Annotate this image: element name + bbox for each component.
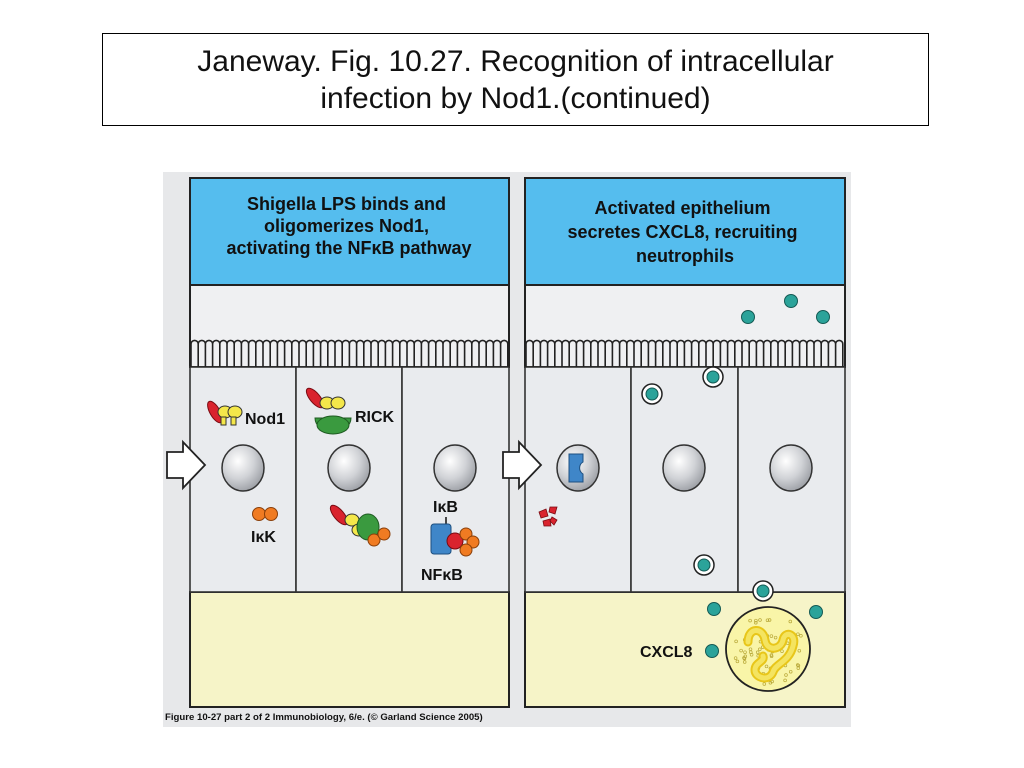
neutrophil-granule [754,618,758,623]
neutrophil-granule [742,660,747,664]
cxcl8-basal-1 [707,602,721,616]
neutrophil-granule [795,663,800,667]
cxcl8-lumen-2 [784,294,798,308]
neutrophil-granule [788,669,793,674]
right-nucleus-3 [769,444,813,492]
left-header-line-2: oligomerizes Nod1, [264,216,429,236]
left-panel: Shigella LPS binds and oligomerizes Nod1… [166,177,510,708]
ikk-ball-2 [264,507,278,521]
neutrophil-granule [784,673,788,677]
right-header-box [524,177,846,286]
neutrophil-granule [749,650,753,654]
right-header-line-1: Activated epithelium [594,198,770,218]
ikk-ball-1 [252,507,266,521]
neutrophil-granule [769,634,774,638]
neutrophil-granule [788,619,793,624]
ikk-label: IκK [251,529,276,546]
right-header-text: Activated epithelium secretes CXCL8, rec… [567,198,802,266]
neutrophil-granule [733,656,738,660]
neutrophil-granule [754,620,758,625]
left-header-box [189,177,510,286]
neutrophil-granule [739,648,743,653]
nfkb-label: NFκB [421,567,463,584]
nod1-label: Nod1 [245,411,285,428]
neutrophil-granule [748,618,752,623]
left-nucleus-3 [433,444,477,492]
title-line-2: infection by Nod1.(continued) [320,81,711,115]
figure-svg: Shigella LPS binds and oligomerizes Nod1… [166,177,846,708]
cxcl8-label: CXCL8 [640,644,693,661]
left-microvilli [190,339,509,367]
left-nucleus-1 [221,444,265,492]
rick-label: RICK [355,409,395,426]
cxcl8-vesicle-1 [702,366,724,388]
right-header-line-2: secretes CXCL8, recruiting [567,222,797,242]
degraded-ikb-fragments-icon [538,506,558,527]
neutrophil-granule [743,650,747,654]
cxcl8-basal-3 [705,644,719,658]
entry-arrow-left-icon [166,439,207,491]
neutrophil-granule [764,664,769,669]
nod1-lps-complex-icon [207,400,243,426]
right-header-line-3: neutrophils [636,246,734,266]
right-panel: Activated epithelium secretes CXCL8, rec… [502,177,846,708]
ikb-nfkb-complex-icon [430,523,480,557]
cxcl8-basal-2 [809,605,823,619]
neutrophil-icon [725,606,811,692]
neutrophil-granule [758,618,762,622]
neutrophil-granule [758,647,762,652]
neutrophil-granule [735,659,740,664]
neutrophil-granule [765,618,770,622]
neutrophil-granule [797,648,802,653]
rick-nod1-complex-icon [305,387,352,435]
right-nucleus-2 [662,444,706,492]
neutrophil-granule [767,618,772,622]
left-header-text: Shigella LPS binds and oligomerizes Nod1… [226,194,471,258]
neutrophil-granule [755,650,760,655]
cxcl8-lumen-1 [741,310,755,324]
neutrophil-granule [780,649,784,653]
entry-arrow-right-icon [502,439,543,491]
right-microvilli [525,339,844,367]
nuclear-nfkb-icon [568,453,584,483]
cxcl8-vesicle-4 [752,580,774,602]
neutrophil-granule [734,639,738,644]
neutrophil-granule [796,666,801,670]
left-basal-region [189,591,510,708]
left-header-line-1: Shigella LPS binds and [247,194,446,214]
neutrophil-granule [762,682,767,686]
neutrophil-granule [799,634,803,638]
left-nucleus-2 [327,444,371,492]
slide-title: Janeway. Fig. 10.27. Recognition of intr… [102,33,929,126]
neutrophil-granule [773,635,778,640]
figure-caption: Figure 10-27 part 2 of 2 Immunobiology, … [165,712,483,723]
neutrophil-granule [796,632,800,636]
figure-panel: Shigella LPS binds and oligomerizes Nod1… [163,172,851,727]
cxcl8-vesicle-2 [641,383,663,405]
ikb-label: IκB [433,499,458,516]
cxcl8-vesicle-3 [693,554,715,576]
left-header-line-3: activating the NFκB pathway [226,238,471,258]
nod1-rick-ikk-complex-icon [329,504,391,547]
neutrophil-granule [769,653,774,657]
title-line-1: Janeway. Fig. 10.27. Recognition of intr… [197,44,834,78]
neutrophil-granule [743,654,748,659]
cxcl8-lumen-3 [816,310,830,324]
neutrophil-granule [783,678,787,683]
